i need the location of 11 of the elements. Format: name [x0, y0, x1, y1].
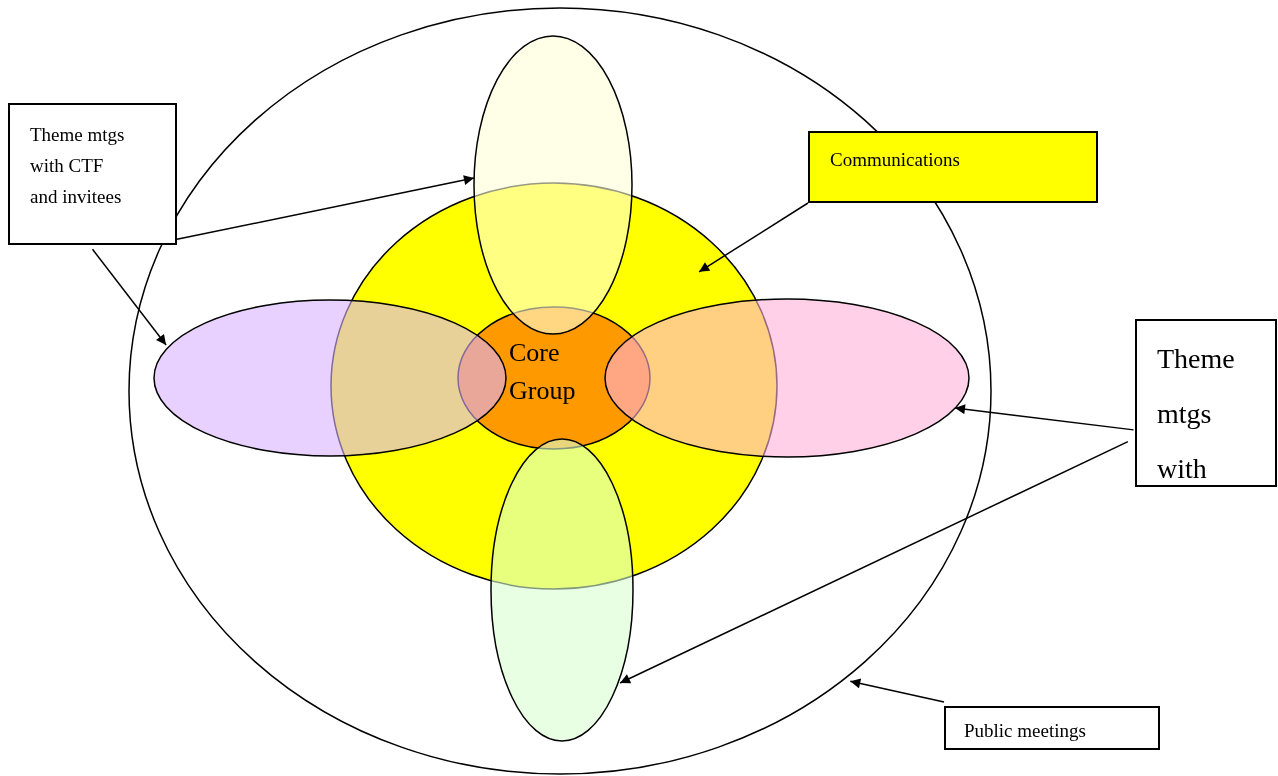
label-box: Theme mtgs with CTF and invitees	[8, 103, 177, 245]
arrow	[954, 404, 1135, 431]
label-box: Public meetings	[944, 706, 1160, 750]
arrow	[619, 440, 1129, 684]
node-label: Core Group	[509, 337, 577, 407]
label-box: Communications	[808, 131, 1098, 203]
arrow	[176, 175, 475, 241]
arrow	[698, 202, 809, 273]
arrow	[91, 248, 167, 346]
arrow	[849, 678, 945, 703]
label-box: Theme mtgs with	[1135, 319, 1277, 487]
